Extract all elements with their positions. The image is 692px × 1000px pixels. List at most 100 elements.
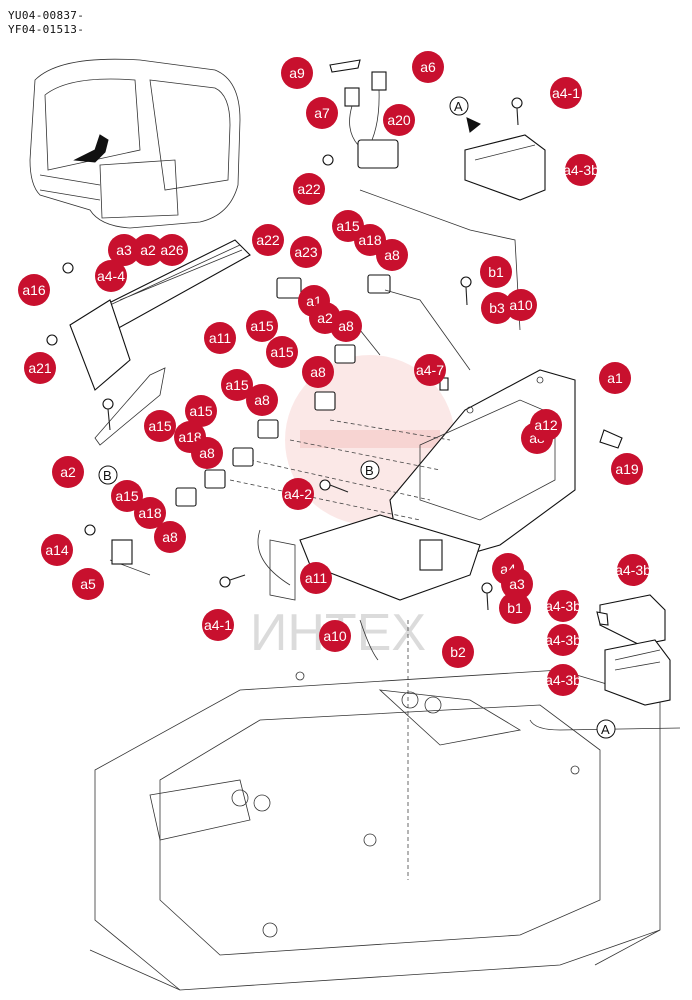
callout-a3: a3: [108, 234, 140, 266]
callout-a18: a18: [134, 497, 166, 529]
callout-a3: a3: [501, 568, 533, 600]
callout-label: a4-3b: [545, 632, 581, 648]
callout-a16: a16: [18, 274, 50, 306]
callout-circle: [290, 236, 322, 268]
view-markers: A A B B: [98, 96, 616, 739]
grille-part: [69, 239, 251, 446]
callout-label: a3: [509, 576, 525, 592]
view-a-marker: A: [454, 99, 463, 114]
callout-a11: a11: [204, 322, 236, 354]
callout-circle: [95, 260, 127, 292]
callout-label: a8: [254, 392, 270, 408]
callout-label: a6: [420, 59, 436, 75]
callout-a22: a22: [293, 173, 325, 205]
base-frame: [89, 620, 661, 991]
callout-circle: [501, 568, 533, 600]
callout-label: a11: [305, 570, 328, 586]
callout-a9: a9: [281, 57, 313, 89]
callout-a21: a21: [24, 352, 56, 384]
callout-a10: a10: [505, 289, 537, 321]
callout-label: a22: [297, 181, 321, 197]
callout-a26: a26: [156, 234, 188, 266]
callout-a1: a1: [599, 362, 631, 394]
callout-label: a15: [148, 418, 172, 434]
callout-label: a8: [310, 364, 326, 380]
callout-circle: [108, 234, 140, 266]
callout-label: a15: [250, 318, 274, 334]
callout-circle: [281, 57, 313, 89]
callout-label: a8: [162, 529, 178, 545]
callout-label: a15: [225, 377, 249, 393]
callout-circle: [24, 352, 56, 384]
callout-label: a18: [358, 232, 382, 248]
callout-a15: a15: [266, 336, 298, 368]
callout-circle: [565, 154, 597, 186]
callout-label: a4-4: [97, 268, 125, 284]
fuse-box-detail: [464, 117, 681, 731]
callout-a4-4: a4-4: [95, 260, 127, 292]
doc-ref-1: YU04-00837-: [8, 9, 85, 22]
callout-a15: a15: [144, 410, 176, 442]
callout-label: a23: [294, 244, 318, 260]
callout-label: a15: [189, 403, 213, 419]
callout-b2: b2: [442, 636, 474, 668]
view-b-marker-2: B: [365, 463, 374, 478]
callout-label: a7: [314, 105, 330, 121]
callout-a4-3b: a4-3b: [615, 554, 651, 586]
callout-label: a10: [509, 297, 533, 313]
callout-circle: [547, 624, 579, 656]
callout-a15: a15: [221, 369, 253, 401]
callout-label: b3: [489, 300, 505, 316]
callout-circle: [414, 354, 446, 386]
callout-a15: a15: [185, 395, 217, 427]
callout-label: a4-3b: [615, 562, 651, 578]
view-a-marker-detail: A: [601, 722, 610, 737]
callout-label: a1: [607, 370, 623, 386]
callout-circle: [547, 590, 579, 622]
callout-a6: a6: [412, 51, 444, 83]
callout-circle: [300, 562, 332, 594]
callout-b1: b1: [480, 256, 512, 288]
callout-a2: a2: [309, 302, 341, 334]
callout-label: a4-3b: [545, 598, 581, 614]
callout-b3: b3: [481, 292, 513, 324]
callout-label: a3: [116, 242, 132, 258]
callout-a23: a23: [290, 236, 322, 268]
callout-circle: [481, 292, 513, 324]
callout-circle: [72, 568, 104, 600]
callout-label: a2: [140, 242, 156, 258]
callout-circle: [550, 77, 582, 109]
callout-a8: a8: [191, 437, 223, 469]
callout-label: a8: [338, 318, 354, 334]
callout-a4-3b: a4-3b: [563, 154, 599, 186]
callout-label: a14: [45, 542, 69, 558]
relay-parts: [111, 59, 623, 565]
callout-a4-3b: a4-3b: [545, 624, 581, 656]
doc-ref-2: YF04-01513-: [8, 23, 85, 36]
callout-a15: a15: [246, 310, 278, 342]
callout-label: a18: [178, 429, 202, 445]
callout-circle: [383, 104, 415, 136]
callout-label: a15: [115, 488, 139, 504]
callout-a12: a12: [530, 409, 562, 441]
callout-a4-2: a4-2: [282, 478, 314, 510]
callout-circle: [480, 256, 512, 288]
callout-circle: [617, 554, 649, 586]
callout-circle: [252, 224, 284, 256]
callout-circle: [282, 478, 314, 510]
callout-circle: [246, 384, 278, 416]
callout-circle: [530, 409, 562, 441]
callout-a14: a14: [41, 534, 73, 566]
callout-a8: a8: [154, 521, 186, 553]
view-b-marker: B: [103, 468, 112, 483]
callout-circle: [309, 302, 341, 334]
callout-circle: [499, 592, 531, 624]
callout-circle: [41, 534, 73, 566]
callout-label: a4-1: [204, 617, 232, 633]
callout-circle: [547, 664, 579, 696]
callout-circle: [266, 336, 298, 368]
callout-circle: [132, 234, 164, 266]
callout-label: a4-1: [552, 85, 580, 101]
callout-circle: [412, 51, 444, 83]
